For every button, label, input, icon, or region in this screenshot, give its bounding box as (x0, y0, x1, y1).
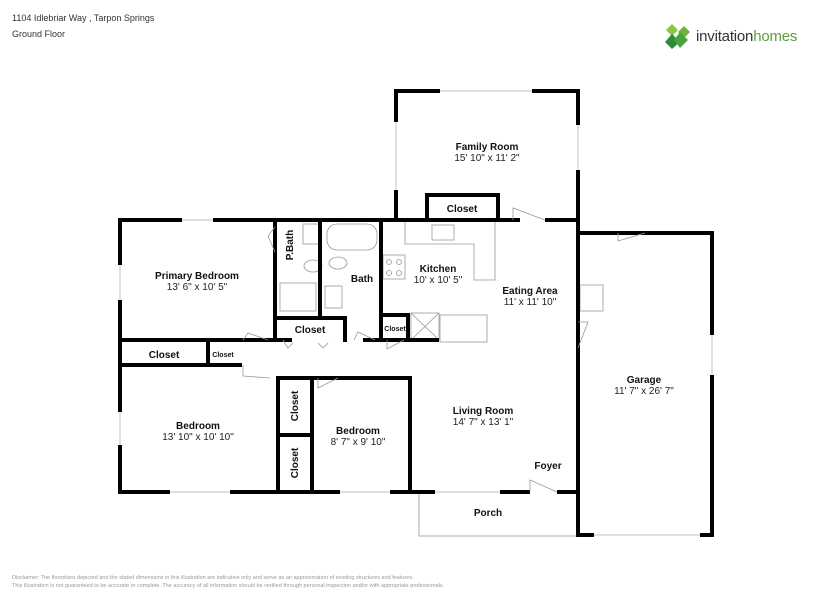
hall-closet-label: Closet (295, 325, 326, 336)
front-door[interactable] (529, 479, 558, 493)
windows (117, 88, 715, 538)
primary-bedroom-label: Primary Bedroom (155, 271, 239, 282)
disclaimer-line-2: This illustration is not guaranteed to b… (12, 583, 445, 589)
garage-dims: 11' 7" x 26' 7" (614, 386, 674, 397)
family-room-dims: 15' 10" x 11' 2" (454, 153, 520, 164)
logo-text-homes: homes (753, 27, 798, 45)
living-room-label: Living Room (453, 406, 514, 417)
eating-area-label: Eating Area (502, 286, 558, 297)
door[interactable] (386, 339, 405, 350)
sink-icon (302, 223, 320, 245)
invitation-homes-logo: invitationhomes (664, 22, 797, 50)
logo-text-invitation: invitation (696, 27, 754, 45)
garage-label: Garage (627, 375, 662, 386)
door[interactable] (353, 331, 376, 341)
foyer-label: Foyer (534, 461, 561, 472)
pbath-label: P.Bath (285, 230, 296, 260)
primary-bedroom-dims: 13' 6" x 10' 5" (167, 282, 228, 293)
small-closet-label: Closet (212, 352, 234, 359)
family-room-label: Family Room (456, 142, 519, 153)
sink-icon (324, 285, 343, 309)
garage-fixture (579, 284, 604, 312)
doors (242, 207, 646, 495)
living-room-dims: 14' 7" x 13' 1" (453, 417, 514, 428)
toilet-icon (328, 256, 348, 270)
shower-icon (279, 282, 317, 312)
bathtub-icon (326, 223, 378, 251)
kitchen-closet-label: Closet (384, 326, 406, 333)
kitchen-sink-icon (431, 224, 455, 241)
door[interactable] (242, 365, 271, 379)
bedroom2-dims: 8' 7" x 9' 10" (331, 437, 386, 448)
bath-label: Bath (351, 274, 373, 285)
door[interactable] (267, 226, 276, 253)
door[interactable] (617, 232, 646, 242)
door[interactable] (242, 332, 269, 341)
door[interactable] (317, 377, 339, 389)
primary-closet-label: Closet (149, 350, 180, 361)
bedroom-dims: 13' 10" x 10' 10" (162, 432, 234, 443)
family-closet-label: Closet (447, 204, 478, 215)
floor-label: Ground Floor (12, 29, 66, 39)
fixtures (279, 222, 604, 343)
door[interactable] (512, 207, 546, 221)
garage-door[interactable] (577, 321, 589, 349)
kitchen-counter (404, 222, 496, 281)
kitchen-label: Kitchen (420, 264, 457, 275)
property-address: 1104 Idlebriar Way , Tarpon Springs (12, 13, 155, 23)
counter (439, 314, 488, 343)
bedroom-label: Bedroom (176, 421, 220, 432)
logo-mark-icon (665, 24, 690, 49)
bedroom2-label: Bedroom (336, 426, 380, 437)
porch-label: Porch (474, 508, 502, 519)
kitchen-dims: 10' x 10' 5" (414, 275, 463, 286)
closet-a-label: Closet (290, 390, 301, 421)
closet-b-label: Closet (290, 447, 301, 478)
stove-icon (382, 254, 406, 280)
eating-area-dims: 11' x 11' 10" (504, 297, 557, 308)
disclaimer-line-1: Disclaimer: The floorplans depicted and … (12, 575, 414, 581)
